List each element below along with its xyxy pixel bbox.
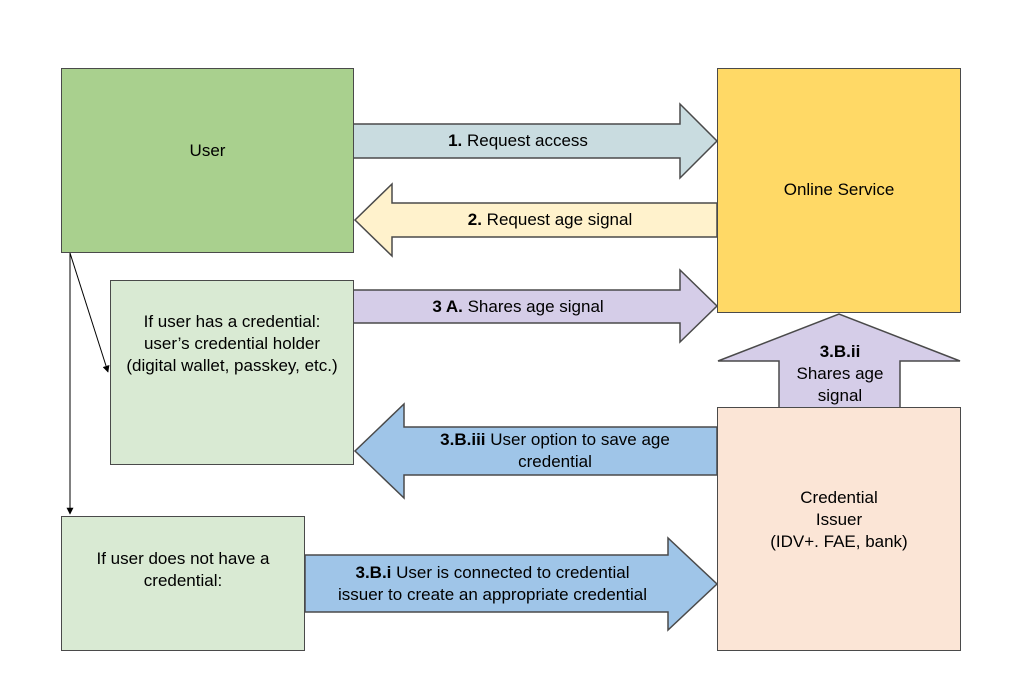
arrow-issuer-shares-age-signal <box>717 313 961 409</box>
label-shares-age-signal-number: 3 A. <box>432 297 463 316</box>
issuer-label-line1: Credential <box>800 488 878 507</box>
label-issuer-shares-line2: signal <box>817 386 863 405</box>
label-save-credential-line2: credential <box>518 452 592 471</box>
label-issuer-shares-line1: Shares age <box>796 364 884 383</box>
arrow-request-age-signal <box>353 182 718 258</box>
label-request-age-signal: 2. Request age signal <box>385 208 715 232</box>
online-service-box: Online Service <box>717 68 961 313</box>
user-label: User <box>189 140 226 160</box>
issuer-label-line2: Issuer <box>815 510 863 529</box>
user-box: User <box>61 68 354 253</box>
credential-holder-label: If user has a credential: user’s credent… <box>126 311 338 375</box>
label-request-age-signal-number: 2. <box>467 210 482 229</box>
label-connect-to-issuer: 3.B.i User is connected to credential is… <box>305 561 680 607</box>
label-save-credential-number: 3.B.iii <box>440 430 486 449</box>
label-request-access-number: 1. <box>448 131 463 150</box>
credential-holder-box: If user has a credential: user’s credent… <box>110 280 354 465</box>
credential-issuer-box: Credential Issuer (IDV+. FAE, bank) <box>717 407 961 651</box>
issuer-label-line3: (IDV+. FAE, bank) <box>770 532 908 551</box>
label-request-access-text: Request access <box>462 131 588 150</box>
arrow-shares-age-signal <box>352 268 719 344</box>
label-shares-age-signal-text: Shares age signal <box>462 297 604 316</box>
arrow-save-age-credential <box>353 402 718 500</box>
no-credential-box: If user does not have a credential: <box>61 516 305 651</box>
label-request-access: 1. Request access <box>353 129 683 153</box>
label-connect-line2: issuer to create an appropriate credenti… <box>337 585 647 604</box>
label-issuer-shares-number: 3.B.ii <box>819 342 861 361</box>
label-request-age-signal-text: Request age signal <box>481 210 633 229</box>
label-connect-line1: User is connected to credential <box>391 563 630 582</box>
no-credential-label: If user does not have a credential: <box>96 548 270 590</box>
label-save-credential-line1: User option to save age <box>485 430 670 449</box>
online-service-label: Online Service <box>783 179 895 199</box>
label-connect-number: 3.B.i <box>355 563 392 582</box>
label-issuer-shares-age-signal: 3.B.ii Shares age signal <box>770 340 910 408</box>
arrow-connect-to-issuer <box>304 536 719 632</box>
label-save-age-credential: 3.B.iii User option to save age credenti… <box>395 428 715 474</box>
label-shares-age-signal: 3 A. Shares age signal <box>353 295 683 319</box>
arrow-request-access <box>352 102 719 180</box>
connector-user-to-holder <box>69 252 110 373</box>
